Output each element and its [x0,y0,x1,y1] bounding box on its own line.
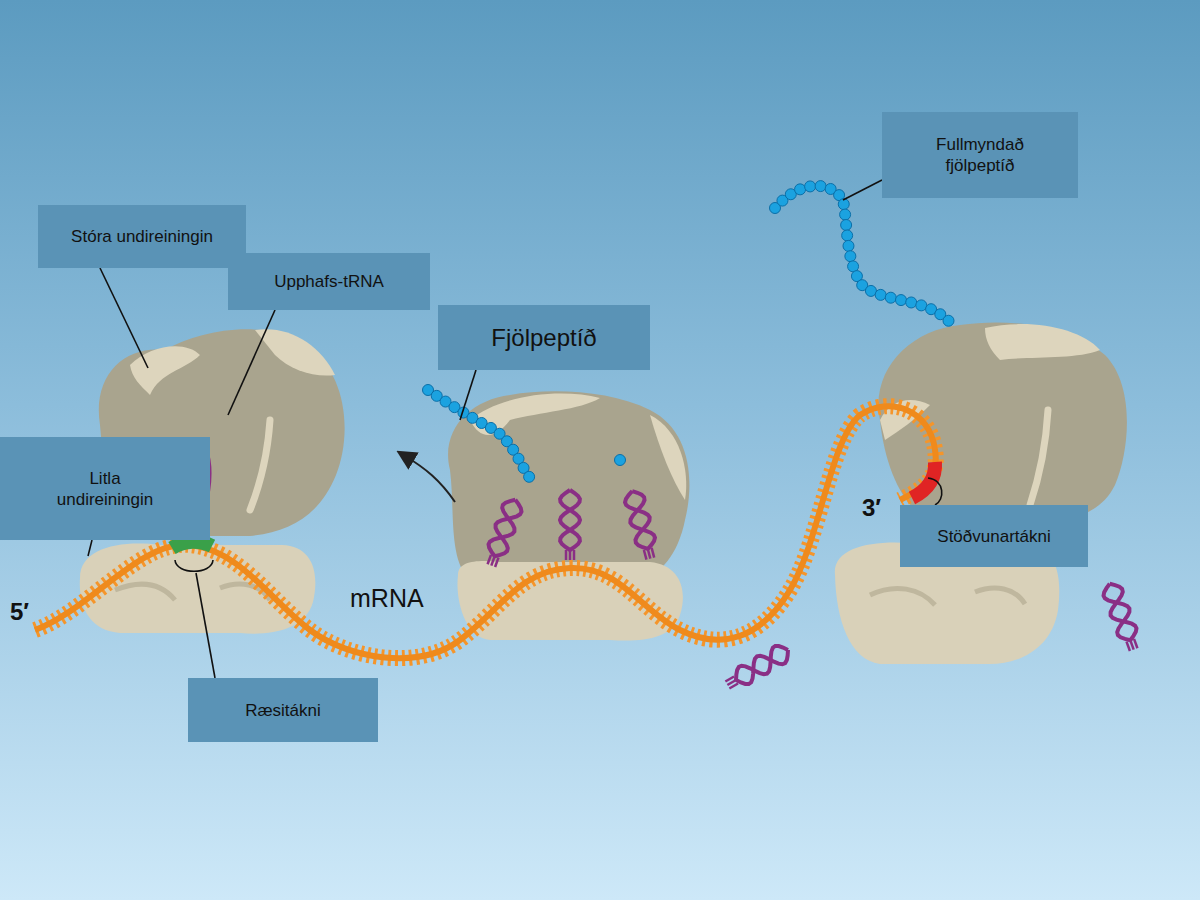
callout-box: Litla undireiningin [0,437,210,540]
amino-acid [843,240,854,251]
callout-text: Stöðvunartákni [937,526,1050,547]
callout-box: Stóra undireiningin [38,205,246,268]
start-codon [172,542,212,548]
amino-acid [795,184,806,195]
amino-acid [841,220,852,231]
polypeptide-chains [423,181,955,483]
callout-text: Fjölpeptíð [491,324,596,352]
trna [560,490,580,560]
amino-acid [840,209,851,220]
trna-group [482,488,1143,693]
callout-text: Upphafs-tRNA [274,271,384,292]
callout-box: Stöðvunartákni [900,505,1088,567]
exit-arrow [405,456,455,502]
amino-acid [815,181,826,192]
callout-text: Ræsitákni [245,700,321,721]
amino-acid [615,455,626,466]
amino-acid [875,289,886,300]
part-label: mRNA [350,584,424,613]
amino-acid [845,251,856,262]
ribosome-right [835,323,1127,664]
callout-box: Fjölpeptíð [438,305,650,370]
amino-acid [842,230,853,241]
callout-box: Upphafs-tRNA [228,253,430,310]
amino-acid [805,181,816,192]
callout-text: Stóra undireiningin [71,226,213,247]
amino-acid [896,295,907,306]
amino-acid [885,292,896,303]
amino-acid [906,297,917,308]
trna [623,488,660,561]
callout-box: Ræsitákni [188,678,378,742]
trna [482,496,525,569]
callout-text: Fullmyndað fjölpeptíð [915,134,1045,176]
amino-acid [524,471,535,482]
callout-box: Fullmyndað fjölpeptíð [882,112,1078,198]
trna [1100,580,1143,653]
stop-codon [912,462,935,498]
part-label: 5′ [10,598,29,626]
callout-text: Litla undireiningin [45,468,165,510]
trna [722,641,793,693]
part-label: 3′ [862,494,881,522]
amino-acid [943,315,954,326]
